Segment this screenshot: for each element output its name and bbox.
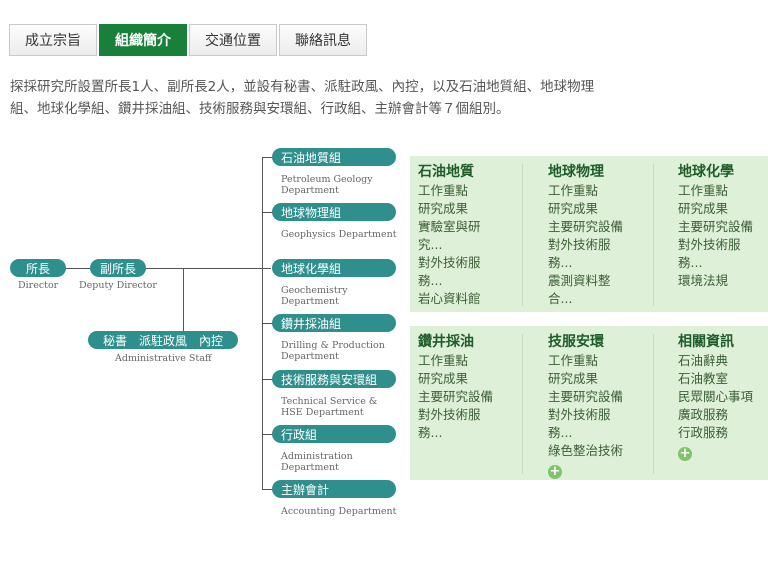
tab-bar: 成立宗旨 組織簡介 交通位置 聯絡訊息 — [9, 24, 369, 56]
group-accounting: 主辦會計 — [272, 480, 396, 498]
panel-link[interactable]: 工作重點 — [418, 183, 469, 198]
panel-link[interactable]: 實驗室與研 — [418, 219, 481, 234]
panel-title[interactable]: 石油地質 — [418, 164, 474, 180]
panel-link[interactable]: 工作重點 — [678, 183, 729, 198]
panel-link[interactable]: 主要研究設備 — [418, 389, 494, 404]
tab-founding-purpose[interactable]: 成立宗旨 — [9, 24, 97, 56]
group-drilling: 鑽井採油組 — [272, 314, 396, 332]
panel-link[interactable]: 合... — [548, 291, 573, 306]
panel-related-info: 相關資訊 石油辭典 石油教室 民眾關心事項 廣政服務 行政服務 + — [670, 332, 768, 461]
panel-block-top — [410, 156, 768, 312]
panel-link[interactable]: 工作重點 — [548, 183, 599, 198]
panel-link[interactable]: 研究成果 — [418, 371, 469, 386]
expand-plus-icon[interactable]: + — [548, 464, 562, 479]
group-tech-service-en: Technical Service &HSE Department — [281, 396, 378, 418]
staff-node: 秘書 派駐政風 內控 — [88, 331, 238, 349]
tab-location[interactable]: 交通位置 — [189, 24, 277, 56]
tab-contact[interactable]: 聯絡訊息 — [279, 24, 367, 56]
panel-title[interactable]: 地球物理 — [548, 164, 604, 180]
panel-title[interactable]: 技服安環 — [548, 334, 604, 350]
director-node: 所長 — [10, 259, 66, 277]
panel-link[interactable]: 務... — [418, 425, 443, 440]
group-accounting-en: Accounting Department — [281, 506, 397, 517]
panel-link[interactable]: 對外技術服 — [548, 237, 611, 252]
group-tech-service: 技術服務與安環組 — [272, 370, 396, 388]
staff-en: Administrative Staff — [115, 353, 212, 364]
panel-link[interactable]: 研究成果 — [678, 201, 729, 216]
panel-link[interactable]: 務... — [548, 255, 573, 270]
deputy-en: Deputy Director — [79, 280, 157, 291]
tab-organization[interactable]: 組織簡介 — [99, 24, 187, 56]
panel-link[interactable]: 綠色整治技術 — [548, 443, 624, 458]
panel-link[interactable]: 工作重點 — [548, 353, 599, 368]
expand-plus-icon[interactable]: + — [678, 446, 692, 461]
group-administration: 行政組 — [272, 425, 396, 443]
panel-link[interactable]: 對外技術服 — [418, 407, 481, 422]
panel-link[interactable]: 震測資料整 — [548, 273, 611, 288]
panel-link[interactable]: 民眾關心事項 — [678, 389, 754, 404]
panel-geochemistry: 地球化學 工作重點 研究成果 主要研究設備 對外技術服 務... 環境法規 — [670, 162, 768, 290]
director-en: Director — [18, 280, 59, 291]
panel-link[interactable]: 究... — [418, 237, 443, 252]
deputy-label: 副所長 — [99, 261, 136, 276]
panel-link[interactable]: 石油教室 — [678, 371, 729, 386]
panel-link[interactable]: 環境法規 — [678, 273, 729, 288]
intro-text: 探採研究所設置所長1人、副所長2人，並設有秘書、派駐政風、內控，以及石油地質組、… — [10, 79, 595, 117]
panel-tech-service: 技服安環 工作重點 研究成果 主要研究設備 對外技術服 務... 綠色整治技術 … — [540, 332, 657, 479]
panel-link[interactable]: 研究成果 — [418, 201, 469, 216]
panel-link[interactable]: 主要研究設備 — [678, 219, 754, 234]
group-geophysics-en: Geophysics Department — [281, 229, 397, 240]
panel-link[interactable]: 務... — [548, 425, 573, 440]
panel-link[interactable]: 對外技術服 — [418, 255, 481, 270]
panel-title[interactable]: 鑽井採油 — [418, 334, 474, 350]
group-geochemistry: 地球化學組 — [272, 259, 396, 277]
panel-link[interactable]: 石油辭典 — [678, 353, 729, 368]
panel-link[interactable]: 廣政服務 — [678, 407, 729, 422]
panel-link[interactable]: 主要研究設備 — [548, 389, 624, 404]
panel-block-bottom — [410, 326, 768, 480]
group-petroleum-geology: 石油地質組 — [272, 148, 396, 166]
panel-link[interactable]: 務... — [678, 255, 703, 270]
panel-link[interactable]: 主要研究設備 — [548, 219, 624, 234]
panel-title[interactable]: 地球化學 — [678, 164, 734, 180]
deputy-node: 副所長 — [90, 259, 146, 277]
panel-link[interactable]: 對外技術服 — [548, 407, 611, 422]
panel-link[interactable]: 研究成果 — [548, 201, 599, 216]
panel-link[interactable]: 岩心資料館 — [418, 291, 481, 306]
panel-drilling: 鑽井採油 工作重點 研究成果 主要研究設備 對外技術服 務... — [410, 332, 527, 442]
panel-title[interactable]: 相關資訊 — [678, 334, 734, 350]
panel-link[interactable]: 工作重點 — [418, 353, 469, 368]
panel-petroleum-geology: 石油地質 工作重點 研究成果 實驗室與研 究... 對外技術服 務... 岩心資… — [410, 162, 527, 308]
group-geophysics: 地球物理組 — [272, 203, 396, 221]
panel-link[interactable]: 務... — [418, 273, 443, 288]
staff-label: 秘書 派駐政風 內控 — [102, 333, 223, 348]
panel-link[interactable]: 行政服務 — [678, 425, 729, 440]
director-label: 所長 — [25, 261, 50, 276]
panel-link[interactable]: 對外技術服 — [678, 237, 741, 252]
panel-link[interactable]: 研究成果 — [548, 371, 599, 386]
panel-geophysics: 地球物理 工作重點 研究成果 主要研究設備 對外技術服 務... 震測資料整 合… — [540, 162, 657, 308]
